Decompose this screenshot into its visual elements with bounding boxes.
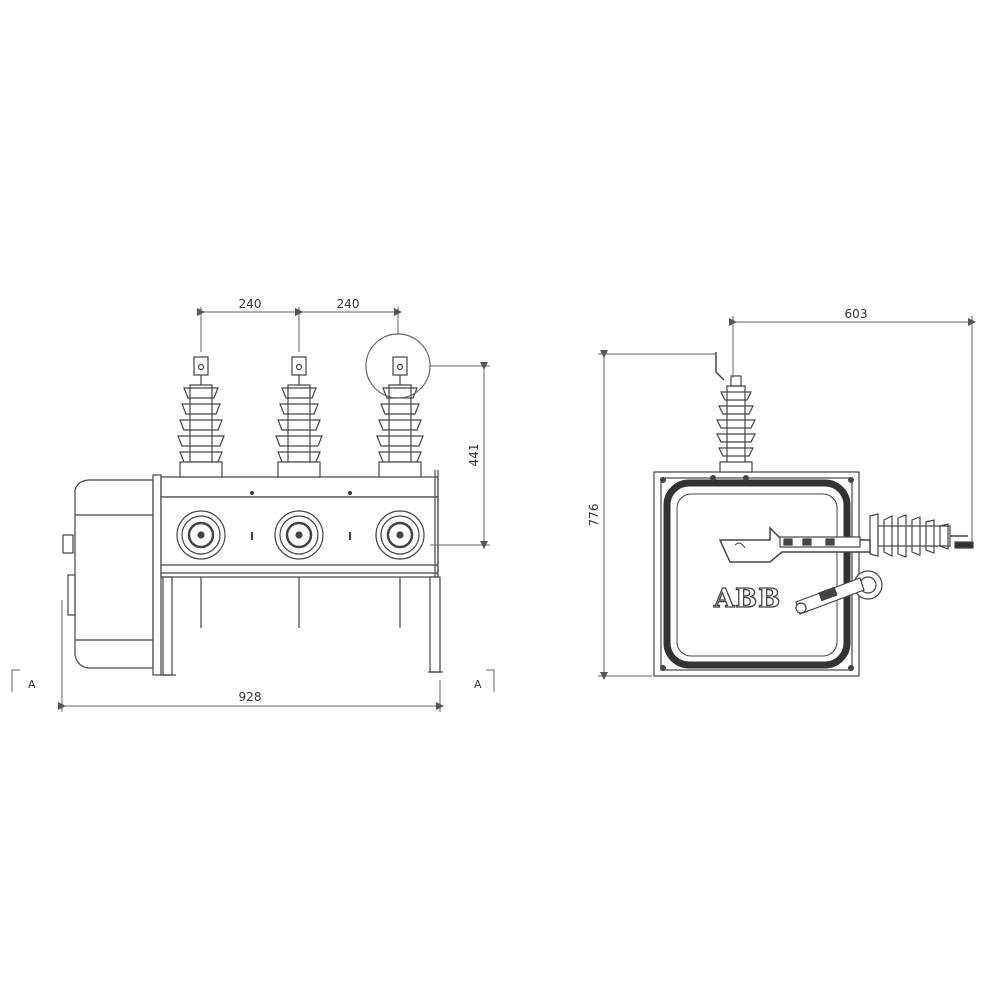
dim-height-front: 441 bbox=[467, 444, 481, 467]
section-mark-left: A bbox=[28, 678, 36, 691]
dim-pitch-right: 240 bbox=[337, 297, 360, 311]
bushing-1 bbox=[176, 356, 226, 628]
dim-pitch-left: 240 bbox=[239, 297, 262, 311]
side-top-bushing bbox=[715, 352, 756, 473]
frame-bolts bbox=[660, 475, 854, 671]
bushing-3 bbox=[375, 356, 425, 628]
dim-height-side: 776 bbox=[587, 504, 601, 527]
mechanism-housing bbox=[62, 474, 162, 676]
abb-logo: ABB bbox=[713, 584, 781, 614]
side-view bbox=[653, 352, 974, 677]
front-view bbox=[62, 333, 443, 676]
front-dimensions bbox=[11, 307, 495, 712]
door-seal bbox=[663, 479, 851, 669]
operating-handle bbox=[718, 526, 871, 563]
side-dimensions bbox=[598, 316, 976, 680]
section-mark-right: A bbox=[474, 678, 482, 691]
side-frame bbox=[653, 471, 860, 677]
dim-reach-side: 603 bbox=[845, 307, 868, 321]
side-right-bushing bbox=[869, 513, 974, 558]
support-legs bbox=[160, 576, 443, 676]
dim-width-front: 928 bbox=[239, 690, 262, 704]
trip-lever bbox=[795, 570, 883, 615]
bushing-2 bbox=[274, 356, 324, 628]
